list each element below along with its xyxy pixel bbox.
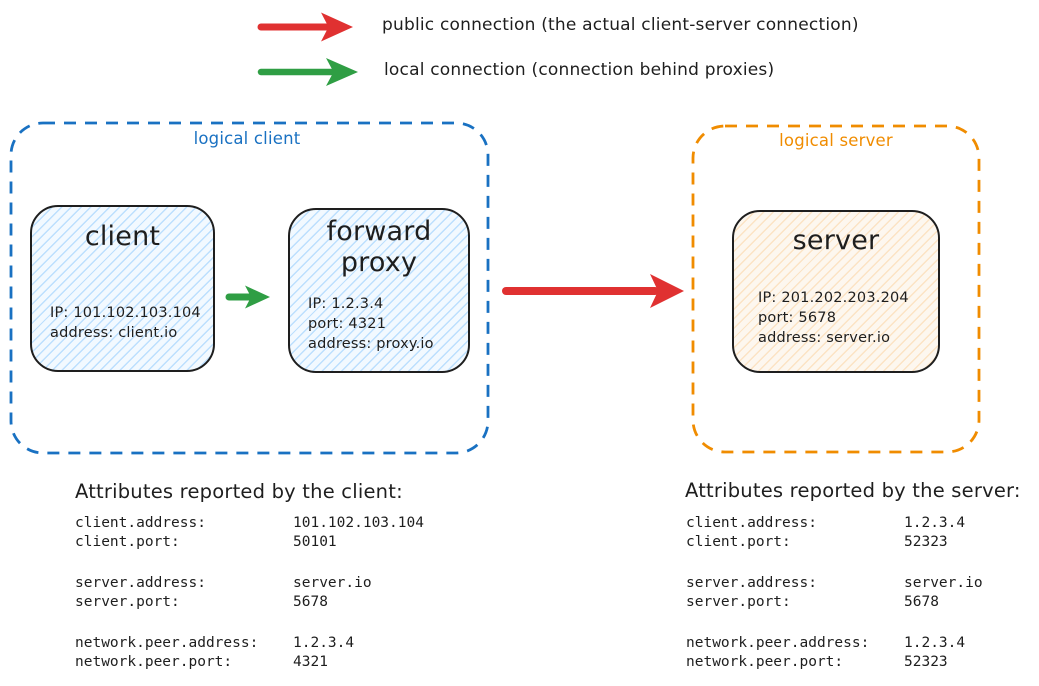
attr-row: client.port: 52323 (686, 533, 983, 552)
proxy-address: address: proxy.io (308, 336, 434, 352)
server-node-title: server (792, 225, 880, 256)
attr-key: network.peer.port: (75, 654, 233, 670)
attr-value: 52323 (904, 534, 948, 550)
public-connection-arrow-icon (502, 274, 684, 308)
logical-client-title: logical client (193, 129, 301, 148)
attr-value: 5678 (293, 594, 328, 610)
attr-value: 5678 (904, 594, 939, 610)
attr-row: client.address: 101.102.103.104 (75, 514, 424, 533)
attr-key: server.port: (75, 594, 180, 610)
server-node-details: IP: 201.202.203.204 port: 5678 address: … (758, 288, 909, 348)
attr-row: network.peer.port: 52323 (686, 653, 983, 672)
attr-value: 50101 (293, 534, 337, 550)
server-port: port: 5678 (758, 310, 837, 326)
attr-key: client.address: (75, 515, 206, 531)
legend-public-arrow-icon (257, 12, 353, 42)
legend-local-label: local connection (connection behind prox… (384, 60, 775, 80)
attr-row: server.port: 5678 (686, 593, 983, 612)
legend-local-arrow-icon (257, 58, 358, 86)
attr-value: server.io (904, 575, 983, 591)
client-attr-group-client: client.address: 101.102.103.104 client.po… (75, 514, 424, 552)
client-attr-group-server: server.address: server.io server.port: 567… (75, 574, 424, 612)
server-attr-group-client: client.address: 1.2.3.4 client.port: 52323 (686, 514, 983, 552)
server-node: server IP: 201.202.203.204 port: 5678 ad… (732, 210, 940, 373)
attr-row: client.port: 50101 (75, 533, 424, 552)
attr-value: 4321 (293, 654, 328, 670)
attr-value: 101.102.103.104 (293, 515, 424, 531)
forward-proxy-node: forward proxy IP: 1.2.3.4 port: 4321 add… (288, 208, 470, 373)
client-node-title: client (84, 221, 161, 252)
logical-server-title: logical server (779, 131, 893, 150)
server-attr-group-network-peer: network.peer.address: 1.2.3.4 network.pee… (686, 634, 983, 672)
client-node: client IP: 101.102.103.104 address: clie… (30, 205, 215, 372)
attr-key: server.port: (686, 594, 791, 610)
attr-key: server.address: (686, 575, 817, 591)
public-connection-arrow-head (650, 274, 684, 308)
proxy-port: port: 4321 (308, 316, 387, 332)
attr-key: network.peer.port: (686, 654, 844, 670)
local-connection-arrow-icon (225, 285, 270, 309)
attr-row: server.address: server.io (686, 574, 983, 593)
client-attributes-heading: Attributes reported by the client: (75, 480, 403, 503)
forward-proxy-node-title: forward proxy (326, 216, 432, 279)
attr-key: client.port: (686, 534, 791, 550)
attr-key: network.peer.address: (686, 635, 870, 651)
attr-value: server.io (293, 575, 372, 591)
client-attr-group-network-peer: network.peer.address: 1.2.3.4 network.pee… (75, 634, 424, 672)
attr-value: 52323 (904, 654, 948, 670)
forward-proxy-node-details: IP: 1.2.3.4 port: 4321 address: proxy.io (308, 294, 434, 354)
attr-row: client.address: 1.2.3.4 (686, 514, 983, 533)
attr-key: network.peer.address: (75, 635, 259, 651)
attr-value: 1.2.3.4 (904, 635, 966, 651)
legend-public-label: public connection (the actual client-ser… (382, 15, 859, 35)
client-node-details: IP: 101.102.103.104 address: client.io (50, 303, 201, 343)
attr-key: client.address: (686, 515, 817, 531)
server-attr-group-server: server.address: server.io server.port: 567… (686, 574, 983, 612)
local-connection-arrow-head (245, 285, 270, 309)
attr-key: server.address: (75, 575, 206, 591)
attr-value: 1.2.3.4 (904, 515, 966, 531)
server-address: address: server.io (758, 330, 891, 346)
attr-row: server.address: server.io (75, 574, 424, 593)
attr-row: network.peer.address: 1.2.3.4 (686, 634, 983, 653)
client-address: address: client.io (50, 325, 178, 341)
attr-row: server.port: 5678 (75, 593, 424, 612)
proxy-ip: IP: 1.2.3.4 (308, 296, 384, 312)
attr-key: client.port: (75, 534, 180, 550)
server-attributes-heading: Attributes reported by the server: (685, 479, 1021, 502)
attr-value: 1.2.3.4 (293, 635, 355, 651)
client-attributes-table: client.address: 101.102.103.104 client.po… (75, 514, 424, 686)
attr-row: network.peer.port: 4321 (75, 653, 424, 672)
server-attributes-table: client.address: 1.2.3.4 client.port: 52323… (686, 514, 983, 686)
legend-public-arrow-head (321, 12, 353, 42)
attr-row: network.peer.address: 1.2.3.4 (75, 634, 424, 653)
server-ip: IP: 201.202.203.204 (758, 290, 909, 306)
legend-local-arrow-head (326, 58, 358, 86)
client-ip: IP: 101.102.103.104 (50, 305, 201, 321)
